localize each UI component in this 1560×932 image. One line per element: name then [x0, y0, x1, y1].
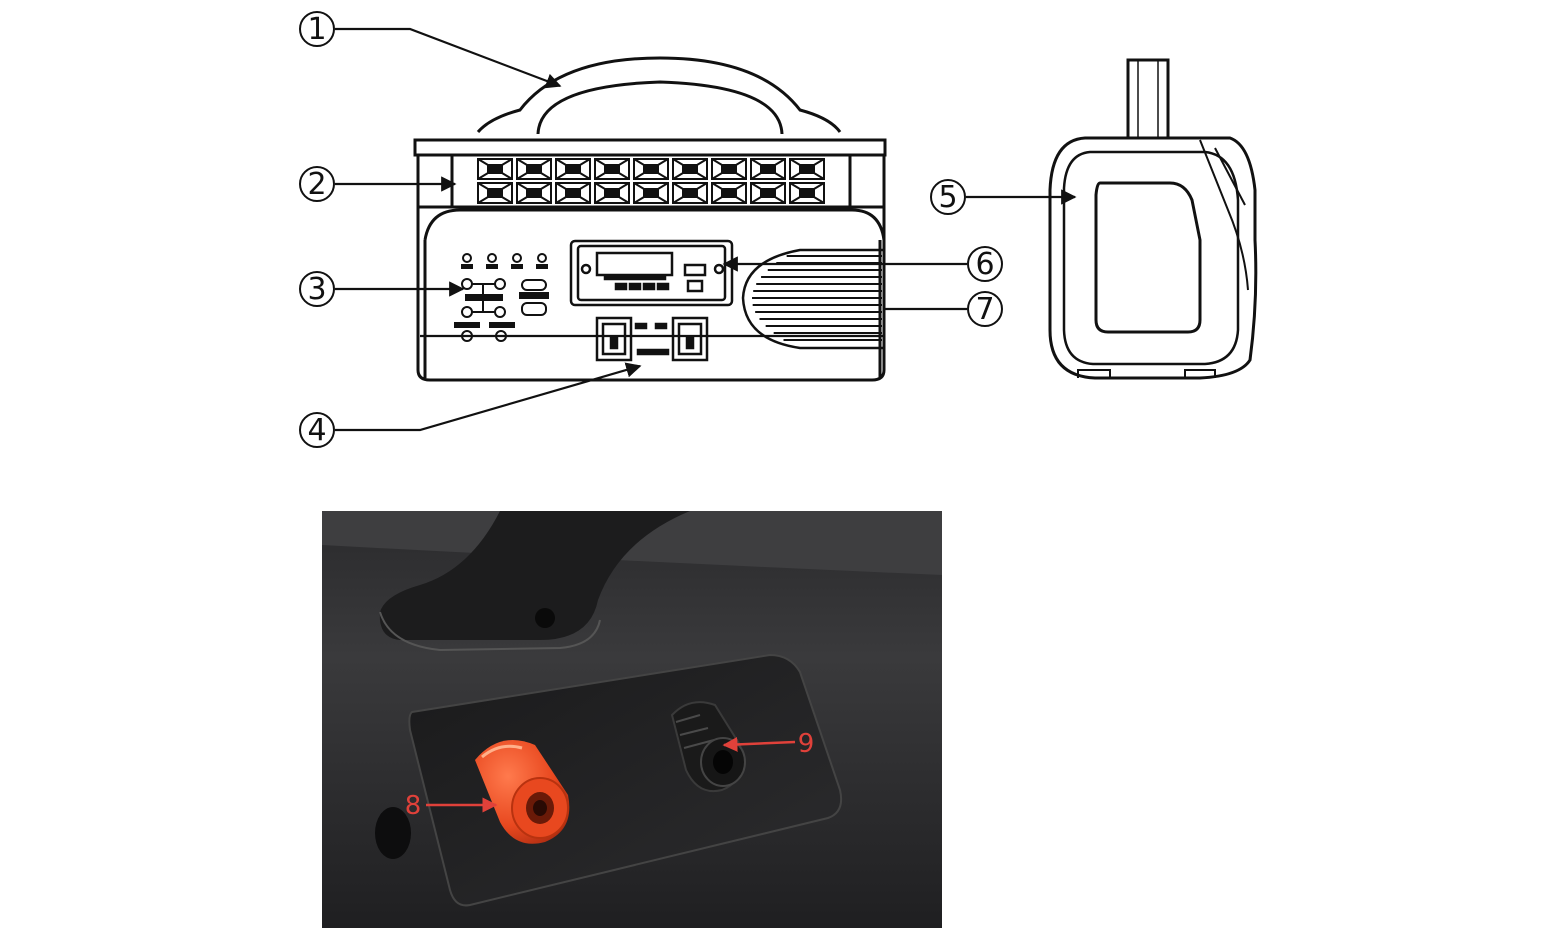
callout-1-circle: [299, 11, 335, 47]
solar-cell-center: [682, 188, 698, 198]
solar-cell: [789, 182, 825, 204]
power-switches: [595, 316, 709, 362]
speaker-grill: [741, 248, 884, 350]
solar-cell-bevel: [633, 182, 669, 204]
solar-cell-center: [721, 188, 737, 198]
solar-cell-center: [721, 164, 737, 174]
solar-cell-center: [604, 188, 620, 198]
solar-cell-bevel: [594, 182, 630, 204]
solar-cell-center: [799, 188, 815, 198]
solar-cell-bevel: [555, 158, 591, 180]
solar-cell-bevel: [711, 182, 747, 204]
callout-2-circle: [299, 166, 335, 202]
solar-cell-bevel: [516, 158, 552, 180]
solar-cell-center: [760, 164, 776, 174]
handle: [476, 56, 842, 134]
solar-cell-bevel: [789, 158, 825, 180]
solar-cell-bevel: [750, 182, 786, 204]
callout-9-arrow: [722, 736, 796, 752]
solar-cell-bevel: [477, 158, 513, 180]
callout-5-circle: [930, 179, 966, 215]
photo-label-8: 8: [405, 791, 422, 821]
callout-4: 4: [307, 413, 326, 448]
solar-cell-center: [526, 164, 542, 174]
solar-cell-bevel: [789, 182, 825, 204]
solar-cell: [594, 158, 630, 180]
solar-cell: [789, 158, 825, 180]
solar-cell-bevel: [633, 158, 669, 180]
front-view-device: [413, 56, 887, 382]
solar-panel-band: [416, 153, 886, 209]
solar-cells: [477, 158, 825, 204]
main-body: [416, 207, 886, 382]
solar-cell-center: [799, 164, 815, 174]
solar-cell: [555, 182, 591, 204]
positive-terminal: [475, 740, 570, 844]
solar-cell-center: [643, 164, 659, 174]
solar-cell-center: [643, 188, 659, 198]
solar-cell-bevel: [750, 158, 786, 180]
solar-cell: [516, 158, 552, 180]
top-lid: [413, 138, 887, 157]
callout-1: 1: [307, 12, 326, 47]
solar-cell: [750, 158, 786, 180]
solar-cell-center: [682, 164, 698, 174]
callout-3: 3: [307, 272, 326, 307]
solar-cell: [711, 182, 747, 204]
solar-cell: [477, 158, 513, 180]
solar-cell-center: [604, 164, 620, 174]
solar-cell-bevel: [477, 182, 513, 204]
front-callout-labels: 1 2 3 4 6 7: [299, 11, 1003, 448]
callout-7-circle: [967, 291, 1003, 327]
solar-cell: [672, 158, 708, 180]
solar-cell: [477, 182, 513, 204]
solar-cell: [750, 182, 786, 204]
solar-cell-center: [760, 188, 776, 198]
handle-base: [379, 511, 690, 640]
solar-cell: [672, 182, 708, 204]
mp3-display-module: [569, 239, 734, 307]
solar-cell: [633, 158, 669, 180]
solar-cell: [711, 158, 747, 180]
callout-4-circle: [299, 412, 335, 448]
callout-6-circle: [967, 246, 1003, 282]
speaker-outline: [741, 248, 884, 350]
callout-5: 5: [938, 180, 957, 215]
side-callout: 5: [930, 179, 1077, 215]
solar-cell-bevel: [594, 158, 630, 180]
solar-cell-center: [526, 188, 542, 198]
solar-cell-center: [565, 188, 581, 198]
solar-cell-bevel: [672, 158, 708, 180]
solar-cell: [633, 182, 669, 204]
callout-2: 2: [307, 167, 326, 202]
solar-cell: [516, 182, 552, 204]
solar-cell-bevel: [555, 182, 591, 204]
solar-cell-bevel: [516, 182, 552, 204]
solar-cell-center: [565, 164, 581, 174]
side-view-device: [1048, 58, 1258, 380]
photo-label-9: 9: [798, 729, 815, 759]
callout-3-circle: [299, 271, 335, 307]
solar-cell: [555, 158, 591, 180]
solar-cell: [594, 182, 630, 204]
solar-cell-center: [487, 164, 503, 174]
control-panel: [454, 253, 549, 342]
solar-cell-center: [487, 188, 503, 198]
solar-cell-bevel: [711, 158, 747, 180]
terminal-recess: [408, 653, 843, 907]
callout-7: 7: [975, 292, 994, 327]
solar-cell-bevel: [672, 182, 708, 204]
callout-arrows: [335, 27, 967, 432]
terminal-photo: 8 9: [322, 511, 942, 928]
callout-6: 6: [975, 247, 994, 282]
